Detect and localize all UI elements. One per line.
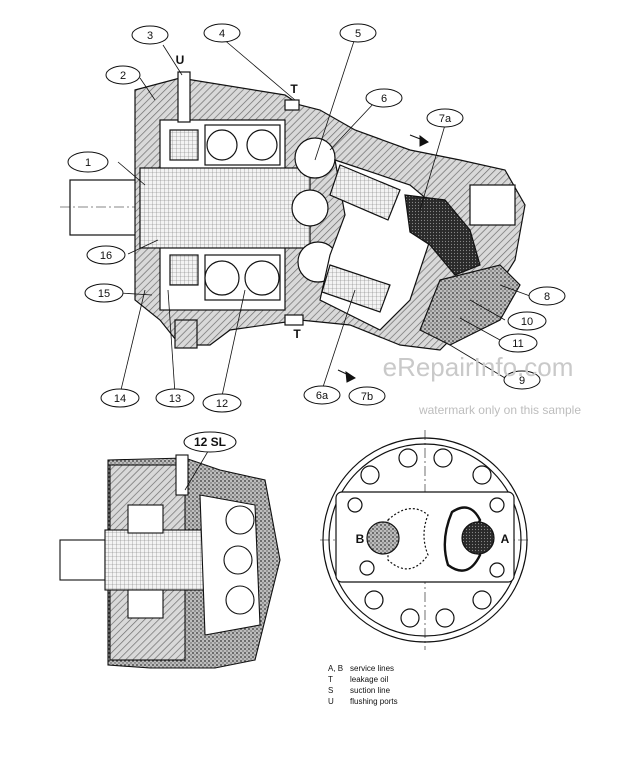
callout-3: 3 [131,25,169,45]
service-port-a [461,521,495,555]
front-bearing [169,129,199,286]
service-port-b [366,521,400,555]
callout-16: 16 [86,245,126,265]
port-letter-b: B [356,532,365,546]
drain-stub [174,319,198,349]
port-plate-end-view [320,430,530,650]
output-shaft [69,179,141,236]
callout-7a: 7a [426,108,464,128]
callout-12: 12 [202,393,242,413]
callout-10: 10 [507,311,547,331]
svg-text:leakage oil: leakage oil [350,675,388,684]
callout-6: 6 [365,88,403,108]
svg-text:suction line: suction line [350,686,391,695]
leak-port-t-top [284,99,300,111]
legend-row: T leakage oil [328,675,388,684]
svg-text:3: 3 [147,30,153,42]
watermark-site: eRepairInfo.com [383,352,574,382]
svg-text:service lines: service lines [350,664,394,673]
svg-text:10: 10 [521,316,533,328]
svg-text:6: 6 [381,93,387,105]
legend: A, B service lines T leakage oil S sucti… [328,664,398,706]
callout-15: 15 [84,283,124,303]
section-arrows [337,134,429,383]
leak-port-t-bottom [284,314,304,326]
piston-lower [321,264,391,313]
flushing-section-view [59,454,281,669]
port-u-bolt [177,71,191,123]
svg-text:A, B: A, B [328,664,343,673]
port-letter-a: A [501,532,510,546]
callout-5: 5 [339,23,377,43]
svg-text:15: 15 [98,288,110,300]
callout-12-sl: 12 SL [183,431,237,453]
end-bolts [469,184,516,226]
svg-text:5: 5 [355,28,361,40]
legend-row: U flushing ports [328,697,398,706]
svg-text:12 SL: 12 SL [194,435,226,449]
port-letter-t-bottom: T [293,327,301,341]
svg-text:6a: 6a [316,390,329,402]
plate-bolts [347,448,505,628]
legend-row: S suction line [328,686,391,695]
flush-valve-12sl [175,454,189,496]
legend-row: A, B service lines [328,664,394,673]
svg-text:12: 12 [216,398,228,410]
port-letter-t-top: T [290,82,298,96]
svg-text:S: S [328,686,333,695]
callout-9: 9 [503,370,541,390]
svg-text:1: 1 [85,157,91,169]
svg-text:2: 2 [120,70,126,82]
svg-text:16: 16 [100,250,112,262]
port-plate [419,264,521,346]
callout-1: 1 [67,151,109,173]
drive-shaft [139,167,311,249]
control-lens [404,194,481,276]
callout-8: 8 [528,286,566,306]
callout-7b: 7b [348,386,386,406]
kidney-port-a [443,506,482,572]
svg-text:flushing ports: flushing ports [350,697,398,706]
svg-text:T: T [328,675,333,684]
svg-text:7b: 7b [361,391,373,403]
svg-text:14: 14 [114,393,126,405]
kidney-port-b [387,508,429,570]
callout-14: 14 [100,388,140,408]
callout-13: 13 [155,388,195,408]
piston-upper [329,164,401,221]
svg-text:13: 13 [169,393,181,405]
rear-bearing [204,124,281,301]
watermark-note: watermark only on this sample [418,403,581,417]
svg-text:8: 8 [544,291,550,303]
leader-lines [117,37,531,397]
piston-ball-joints [291,137,339,283]
svg-text:7a: 7a [439,113,452,125]
svg-text:11: 11 [512,338,523,350]
callout-2: 2 [105,65,141,85]
callout-4: 4 [203,23,241,43]
lower-shaft [59,539,106,581]
svg-text:9: 9 [519,375,525,387]
callout-11: 11 [498,333,538,353]
callout-6a: 6a [303,385,341,405]
svg-text:U: U [328,697,334,706]
svg-text:4: 4 [219,28,225,40]
motor-section-view [60,71,526,351]
port-letter-u: U [176,53,185,67]
